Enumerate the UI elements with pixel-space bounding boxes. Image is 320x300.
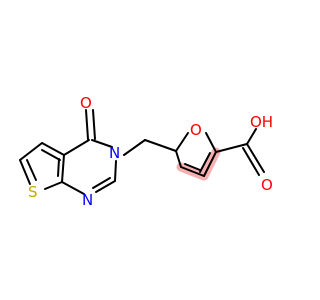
bond-c3-c4-double [184,163,201,171]
bond-c4a-c5-double [41,149,61,161]
bond-c4-c4a [63,139,90,156]
bond-s-c7a [44,181,63,190]
bond-c2-cooh [215,143,248,153]
bond-n3-c2 [114,160,117,182]
bond-cooh-oh [246,128,257,145]
bond-c3-c4 [180,166,205,177]
bond-n3-ch2 [123,139,146,156]
bond-c6-s [19,159,31,185]
atom-thiophene-sulfur: S [28,183,38,201]
atom-furan-oxygen: O [190,121,202,139]
atom-carbonyl-oxygen: O [261,176,273,194]
bond-c5-c6 [19,142,43,161]
bond-cooh-o-double [242,147,260,176]
bond-c6-s-double [26,159,37,181]
atom-ring-nitrogen-1: N [82,191,93,209]
bond-n1-c7a [61,181,85,195]
bond-c4-o [85,109,89,140]
bond-c7a-c4a-double [57,158,60,177]
bond-c5-ofuran [175,132,189,152]
bond-c4-o-double [92,109,96,140]
bond-ch2-c5furan [144,139,177,152]
bond-cooh-o [246,143,265,173]
bond-c2-c3 [203,151,217,177]
atom-hydroxyl: OH [250,113,273,131]
bond-c2-n1 [95,180,116,193]
molecule-structure: O N N S O O OH [19,94,273,209]
atom-ketone-oxygen: O [80,94,92,112]
bond-c2-c3-double [199,152,211,173]
bond-c4a-c5 [41,142,65,156]
atom-ring-nitrogen-3: N [109,144,120,162]
bond-c7a-c4a [61,154,65,183]
bond-c2-n1-double [92,177,111,189]
bond-c4-n3 [91,139,113,148]
structure-canvas: O N N S O O OH [19,94,273,209]
bonds [19,109,265,195]
bond-c4-c5 [175,150,182,168]
atom-labels: O N N S O O OH [28,94,273,209]
bond-ofuran-c2 [205,132,217,153]
